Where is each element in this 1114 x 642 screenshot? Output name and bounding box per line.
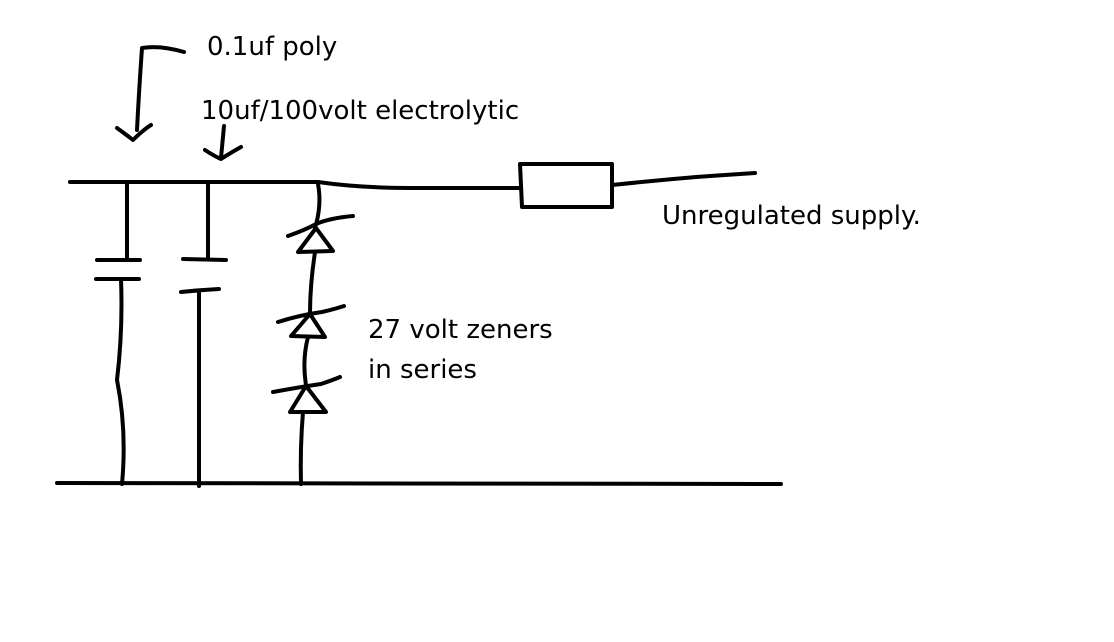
electrolytic-cap-label: 10uf/100volt electrolytic bbox=[201, 96, 520, 126]
zeners-label: 27 volt zeners in series bbox=[368, 310, 553, 390]
top-rail-wire bbox=[68, 180, 522, 190]
bottom-rail-wire bbox=[55, 481, 783, 486]
unregulated-supply-label: Unregulated supply. bbox=[662, 201, 921, 231]
poly-cap-arrow bbox=[115, 45, 186, 142]
poly-cap-label: 0.1uf poly bbox=[207, 32, 338, 62]
zeners-label-line-2: in series bbox=[368, 355, 477, 385]
resistor bbox=[518, 162, 614, 209]
poly-capacitor bbox=[94, 180, 142, 486]
zeners-label-line-1: 27 volt zeners bbox=[368, 315, 553, 345]
zener-stack bbox=[271, 182, 355, 486]
supply-lead-wire bbox=[610, 171, 757, 187]
electrolytic-cap-arrow bbox=[203, 124, 243, 161]
electrolytic-capacitor bbox=[179, 180, 228, 488]
